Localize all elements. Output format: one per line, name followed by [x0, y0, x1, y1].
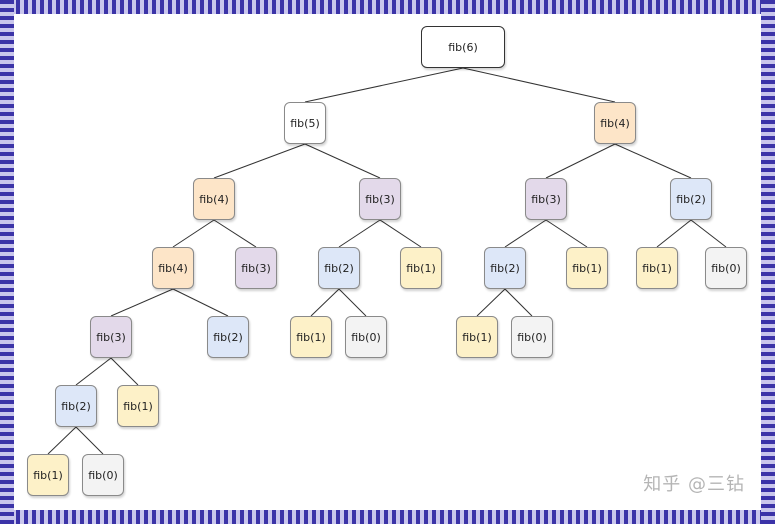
tree-node: fib(4) [594, 102, 636, 144]
tree-node: fib(4) [193, 178, 235, 220]
tree-node: fib(2) [318, 247, 360, 289]
tree-node: fib(2) [207, 316, 249, 358]
tree-node: fib(3) [235, 247, 277, 289]
tree-node: fib(1) [636, 247, 678, 289]
tree-node: fib(0) [82, 454, 124, 496]
tree-node: fib(1) [456, 316, 498, 358]
frame-border-right [761, 0, 775, 524]
tree-node: fib(1) [566, 247, 608, 289]
tree-node: fib(3) [359, 178, 401, 220]
tree-node: fib(1) [117, 385, 159, 427]
tree-node: fib(3) [90, 316, 132, 358]
tree-node: fib(2) [670, 178, 712, 220]
tree-node: fib(0) [511, 316, 553, 358]
tree-node: fib(3) [525, 178, 567, 220]
tree-node: fib(0) [345, 316, 387, 358]
tree-node: fib(4) [152, 247, 194, 289]
tree-node: fib(1) [290, 316, 332, 358]
tree-node: fib(0) [705, 247, 747, 289]
frame-border-top [0, 0, 775, 14]
tree-node: fib(2) [484, 247, 526, 289]
watermark: 知乎 @三钻 [643, 474, 745, 495]
tree-node: fib(1) [400, 247, 442, 289]
frame-border-left [0, 0, 14, 524]
frame-border-bottom [0, 510, 775, 524]
tree-node: fib(5) [284, 102, 326, 144]
tree-node: fib(6) [421, 26, 505, 68]
tree-node: fib(1) [27, 454, 69, 496]
tree-node: fib(2) [55, 385, 97, 427]
